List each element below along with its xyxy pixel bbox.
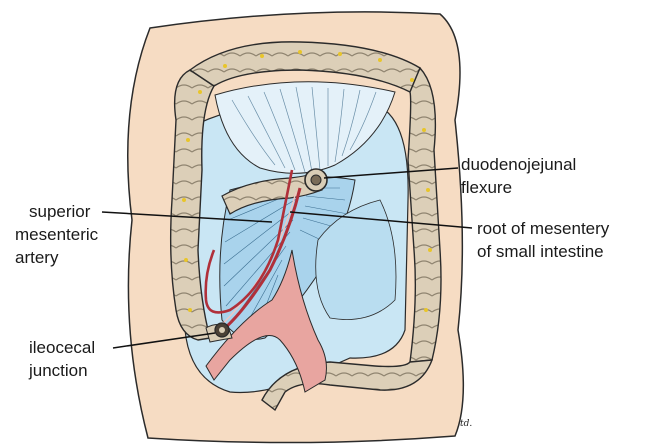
artist-initials: td. xyxy=(460,419,472,429)
label-superior-line2: mesenteric xyxy=(15,224,98,245)
label-duodenojejunal-line1: duodenojejunal xyxy=(461,154,576,175)
label-superior-line1: superior xyxy=(29,201,90,222)
label-ileocecal-line2: junction xyxy=(29,360,88,381)
label-root-line1: root of mesentery xyxy=(477,218,609,239)
label-superior-line3: artery xyxy=(15,247,58,268)
label-duodenojejunal-line2: flexure xyxy=(461,177,512,198)
flexure-lumen xyxy=(311,175,321,185)
label-root-line2: of small intestine xyxy=(477,241,604,262)
label-ileocecal-line1: ileocecal xyxy=(29,337,95,358)
ileocecal-lumen xyxy=(219,327,225,333)
